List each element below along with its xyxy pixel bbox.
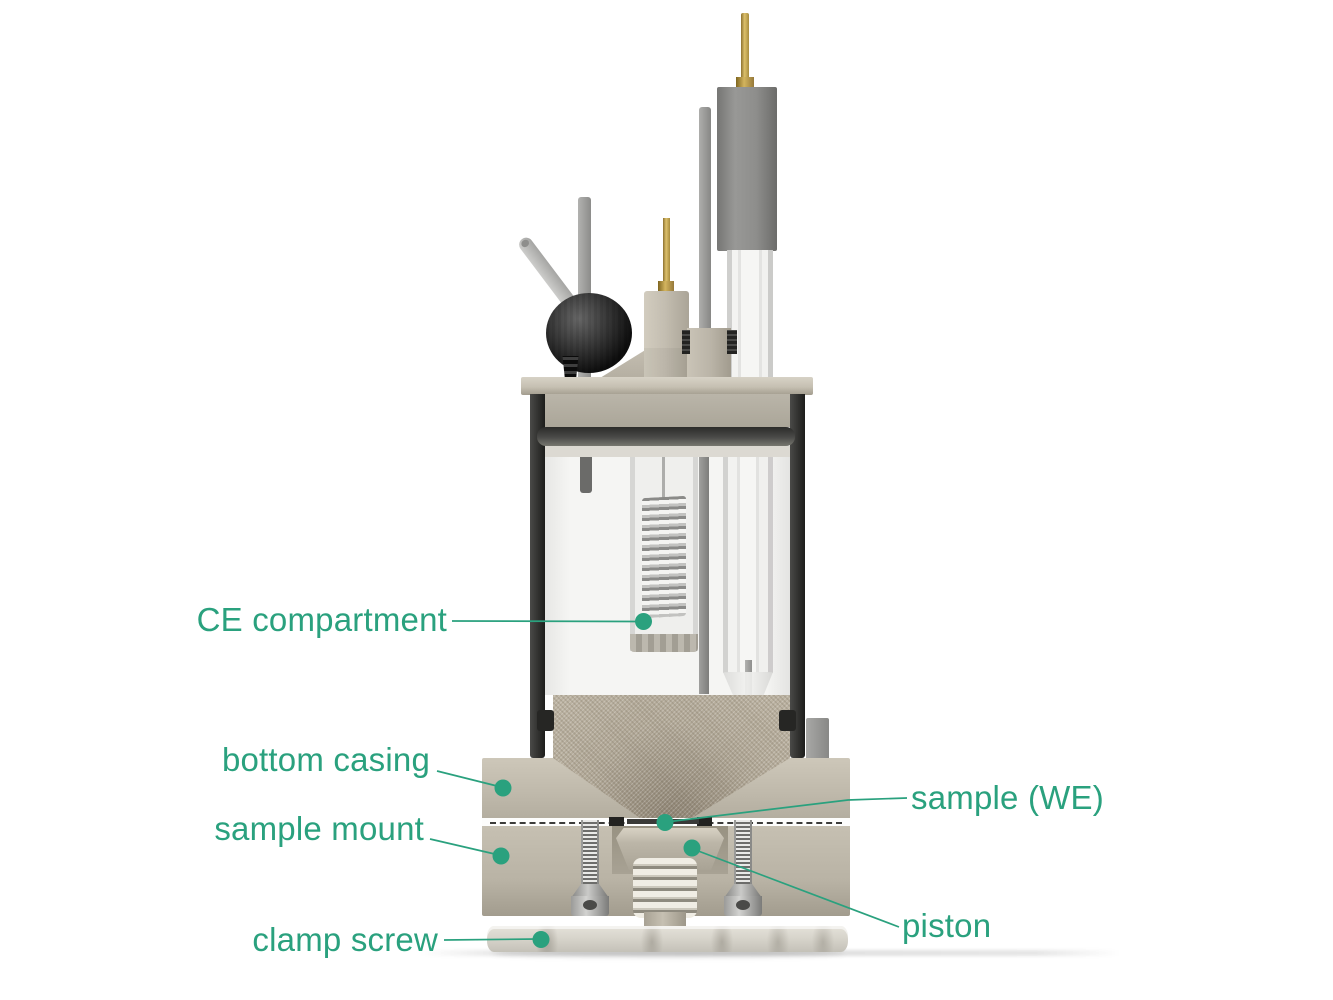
ce-tube-bottom-cap [630, 634, 698, 652]
top-plate [521, 377, 813, 395]
label-clamp-screw: clamp screw [252, 921, 438, 958]
frame-bar-left [530, 394, 545, 758]
label-ce-compartment: CE compartment [196, 601, 447, 638]
mount-screw-right-head [724, 896, 762, 916]
clamp-screw-hex-nub [644, 912, 686, 930]
mount-screw-right-rod [734, 820, 752, 888]
cell-top-band [545, 394, 790, 427]
center-rod [699, 457, 709, 694]
frame-clip-right [779, 710, 796, 731]
gray-guide-rod [699, 107, 711, 378]
cell-light-band [545, 446, 790, 457]
seal-ring [537, 427, 795, 446]
frame-bar-right [790, 394, 805, 758]
screw-socket-hole [583, 900, 597, 910]
knurled-knob [546, 293, 632, 373]
gold-contact-pin-top [741, 13, 749, 79]
mount-screw-left-head [571, 896, 609, 916]
fitting-body-left [644, 291, 689, 378]
ground-shadow-line [420, 950, 1120, 956]
screw-socket-hole [736, 900, 750, 910]
knob-screw-thread [562, 356, 579, 378]
ce-spring-coil [642, 495, 686, 619]
fitting-body-right [687, 328, 731, 378]
we-glass-tube [723, 457, 773, 673]
clamp-screw-thread [633, 858, 697, 918]
ce-wire [662, 457, 665, 501]
fitting-clip-left [682, 330, 690, 354]
clamp-wheel [487, 926, 848, 952]
gold-contact-pin-small [663, 218, 670, 283]
mount-screw-left-cone [571, 884, 609, 898]
fitting-clip-right [727, 330, 737, 354]
label-bottom-casing: bottom casing [221, 741, 430, 778]
clamp-wheel-shadow [492, 948, 844, 957]
sample-seal-left [609, 817, 624, 828]
upper-plunger-cylinder [717, 87, 777, 251]
tube-open-end [519, 238, 531, 249]
sample-disc [627, 819, 699, 824]
hanging-rod [580, 457, 592, 493]
label-sample-mount: sample mount [214, 810, 424, 847]
right-connector-block [806, 718, 829, 758]
label-piston: piston [902, 907, 992, 944]
glass-tube-upper [727, 250, 773, 378]
mount-screw-left-rod [581, 820, 599, 888]
label-sample-we: sample (WE) [911, 779, 1104, 816]
gold-pin-collar-top [736, 77, 754, 89]
gold-pin-collar-small [658, 281, 674, 294]
frame-clip-left [537, 710, 554, 731]
